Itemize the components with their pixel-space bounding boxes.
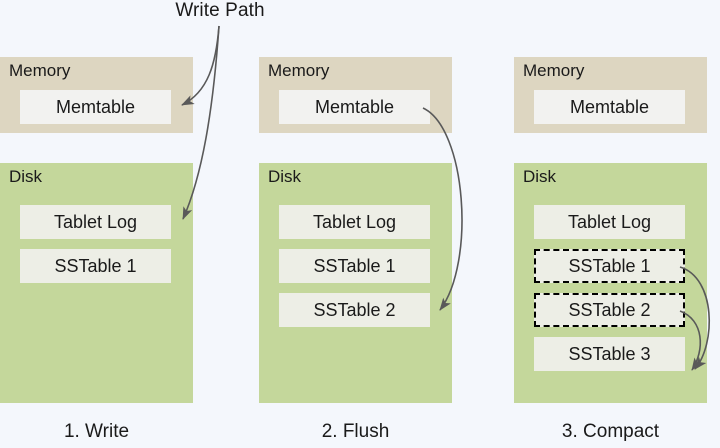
memtable-box[interactable]: Memtable (279, 90, 430, 124)
tablet-log-box[interactable]: Tablet Log (534, 205, 685, 239)
tablet-log-box[interactable]: Tablet Log (20, 205, 171, 239)
disk-region-label: Disk (9, 167, 43, 186)
memtable-box[interactable]: Memtable (20, 90, 171, 124)
column-compact: Memory Memtable Disk Tablet Log SSTable … (514, 0, 707, 448)
sstable-2-box[interactable]: SSTable 2 (534, 293, 685, 327)
disk-region-write: Disk Tablet Log SSTable 1 (0, 163, 193, 403)
diagram-title: Write Path (175, 0, 265, 21)
column-write: Memory Memtable Disk Tablet Log SSTable … (0, 0, 193, 448)
sstable-1-box[interactable]: SSTable 1 (534, 249, 685, 283)
memory-region-flush: Memory Memtable (259, 57, 452, 133)
column-flush: Memory Memtable Disk Tablet Log SSTable … (259, 0, 452, 448)
tablet-log-box[interactable]: Tablet Log (279, 205, 430, 239)
memory-region-write: Memory Memtable (0, 57, 193, 133)
sstable-1-box[interactable]: SSTable 1 (279, 249, 430, 283)
sstable-3-box[interactable]: SSTable 3 (534, 337, 685, 371)
disk-region-compact: Disk Tablet Log SSTable 1 SSTable 2 SSTa… (514, 163, 707, 403)
disk-region-label: Disk (523, 167, 557, 186)
step-label-write: 1. Write (63, 421, 130, 442)
step-label-flush: 2. Flush (321, 421, 390, 442)
sstable-1-box[interactable]: SSTable 1 (20, 249, 171, 283)
step-label-compact: 3. Compact (561, 421, 660, 442)
disk-region-flush: Disk Tablet Log SSTable 1 SSTable 2 (259, 163, 452, 403)
memory-region-label: Memory (268, 61, 330, 80)
sstable-2-box[interactable]: SSTable 2 (279, 293, 430, 327)
memory-region-label: Memory (523, 61, 585, 80)
memtable-box[interactable]: Memtable (534, 90, 685, 124)
memory-region-label: Memory (9, 61, 71, 80)
disk-region-label: Disk (268, 167, 302, 186)
memory-region-compact: Memory Memtable (514, 57, 707, 133)
